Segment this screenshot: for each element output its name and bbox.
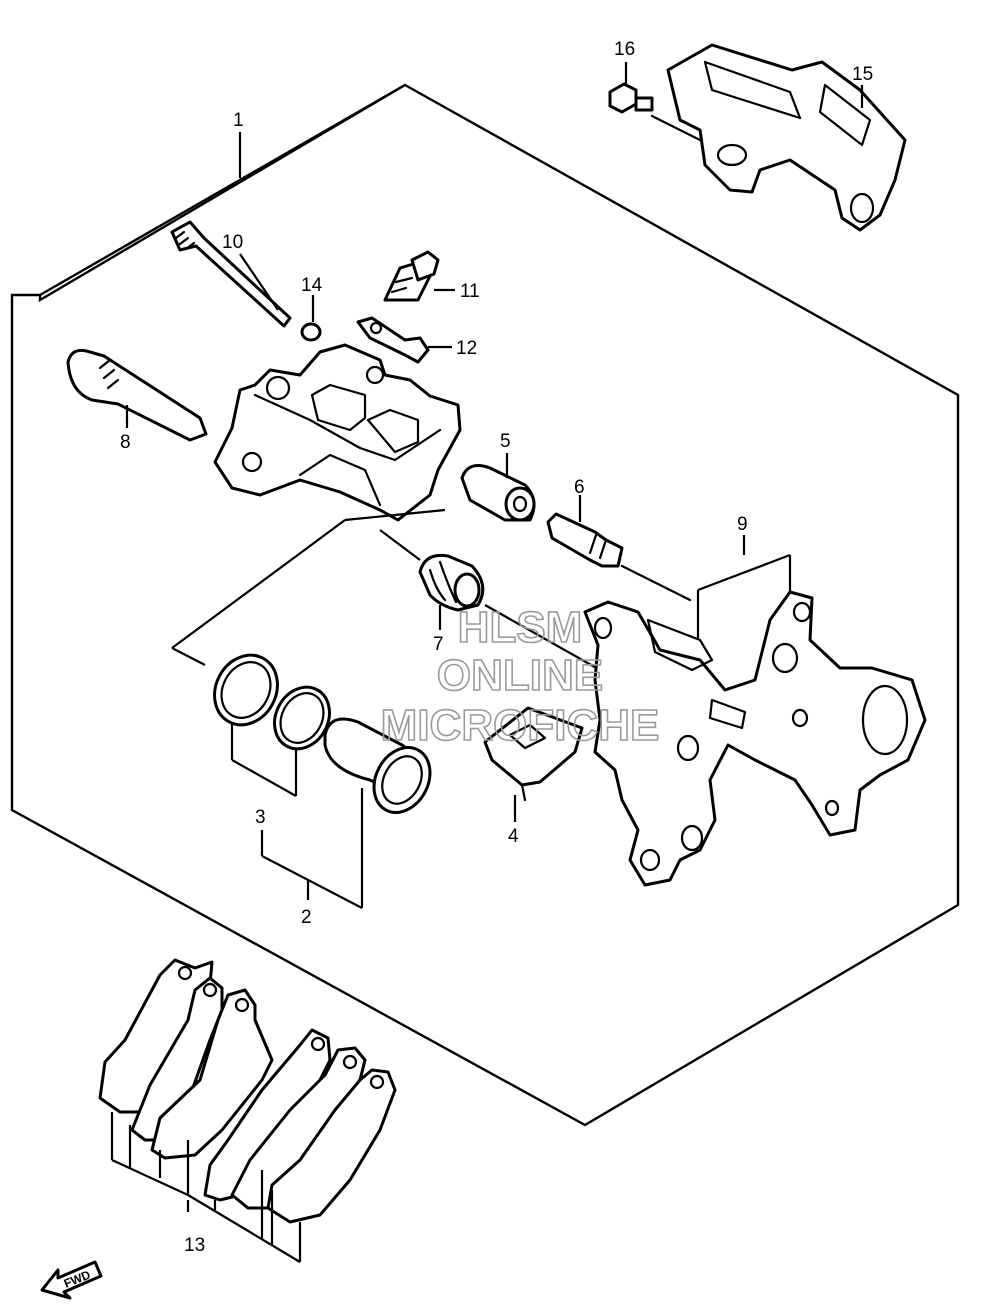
part-14-o-ring[interactable] (300, 322, 322, 342)
part-8-guide-pin[interactable] (66, 348, 208, 442)
part-6-pin[interactable] (546, 512, 692, 602)
part-10-pin[interactable] (170, 220, 292, 328)
part-7-boot[interactable] (418, 553, 485, 612)
part-16-bolt[interactable] (608, 82, 702, 142)
callout-2: 2 (301, 907, 312, 928)
callout-7: 7 (433, 634, 444, 655)
part-4-pad-spring[interactable] (483, 706, 584, 802)
callout-11: 11 (460, 281, 480, 302)
callout-6: 6 (574, 477, 585, 498)
callout-13: 13 (184, 1235, 205, 1256)
part-11-bleeder-valve[interactable] (383, 250, 440, 302)
callout-10: 10 (222, 232, 243, 253)
part-2-piston[interactable] (323, 717, 441, 822)
callout-3: 3 (255, 807, 266, 828)
part-12-bleeder-cap[interactable] (356, 316, 430, 364)
callout-15: 15 (852, 64, 873, 85)
watermark-line-3: MICROFICHE (381, 701, 660, 750)
callout-8: 8 (120, 432, 131, 453)
part-5-sleeve[interactable] (460, 464, 536, 522)
callout-1: 1 (233, 110, 244, 131)
part-15-bracket[interactable] (666, 43, 907, 232)
watermark: HLSM ONLINE MICROFICHE (380, 602, 660, 751)
callout-5: 5 (500, 431, 511, 452)
leader-caliper-seal (171, 519, 346, 649)
part-3-piston-seals[interactable] (203, 644, 340, 758)
part-9-caliper-bracket[interactable] (583, 590, 927, 887)
callout-16: 16 (614, 39, 635, 60)
watermark-line-2: ONLINE (437, 651, 603, 700)
caliper-body[interactable] (213, 343, 462, 522)
callout-4: 4 (508, 826, 519, 847)
callout-14: 14 (301, 275, 323, 296)
callout-leaders (125, 62, 864, 909)
callout-12: 12 (456, 338, 477, 359)
assembly-outline-frame-top (39, 83, 406, 297)
callout-9: 9 (737, 514, 748, 535)
assembly-outline-frame (10, 83, 960, 1127)
forward-direction-arrow[interactable]: FWD (40, 1260, 103, 1300)
leader-part-13 (110, 1112, 302, 1263)
watermark-line-1: HLSM (458, 603, 583, 652)
part-13-brake-pads[interactable] (98, 958, 397, 1224)
